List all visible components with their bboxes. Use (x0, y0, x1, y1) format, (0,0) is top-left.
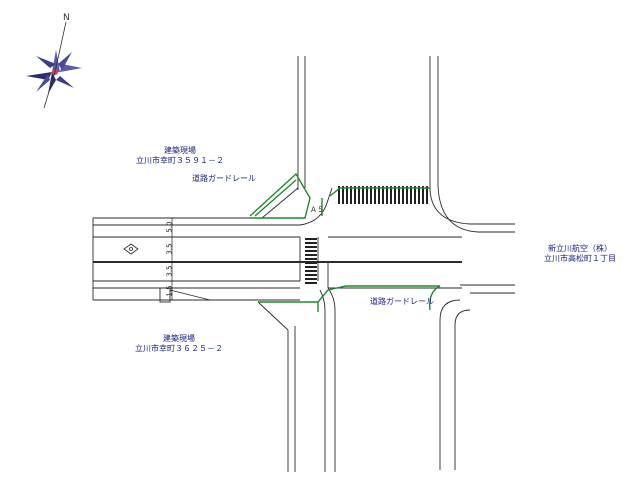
crosswalk-stripe (354, 186, 356, 204)
top-left-lot-label: 建築現場 立川市幸町３５９１－２ (136, 146, 224, 166)
crosswalk-stripe (414, 186, 416, 204)
crosswalk-stripe (305, 270, 317, 272)
diamond-road-mark (123, 243, 139, 255)
crosswalk-stripe (305, 262, 317, 264)
crosswalk-stripe (305, 254, 317, 256)
crosswalk-stripe (402, 186, 404, 204)
crosswalk-stripe (342, 186, 344, 204)
crosswalk-stripe (394, 186, 396, 204)
crosswalk-stripe (305, 246, 317, 248)
crosswalk-stripe (398, 186, 400, 204)
top-left-lot-line2: 立川市幸町３５９１－２ (136, 156, 224, 165)
width-mark-2: 3.5 (165, 243, 174, 255)
crosswalk-stripe (358, 186, 360, 204)
bottom-left-lot-line1: 建築現場 (163, 334, 195, 343)
crosswalk-stripe (370, 186, 372, 204)
guardrail-lines (249, 172, 441, 312)
crosswalk-stripe (390, 186, 392, 204)
crosswalk-stripe (305, 282, 317, 284)
crosswalk-stripe (386, 186, 388, 204)
guardrail-bottom-label: 道路ガードレール (370, 297, 434, 306)
crosswalk-stripe (305, 278, 317, 280)
crosswalk-stripe (374, 186, 376, 204)
crosswalk-stripe (366, 186, 368, 204)
crosswalk-west (305, 238, 317, 284)
width-dimension-marks (168, 217, 176, 301)
crosswalk-stripe (346, 186, 348, 204)
crosswalk-stripe (338, 186, 340, 204)
crosswalk-stripe (362, 186, 364, 204)
crosswalk-stripe (305, 242, 317, 244)
crosswalk-stripe (378, 186, 380, 204)
compass-north-label: N (63, 13, 70, 23)
crosswalk-stripe (426, 186, 428, 204)
crosswalk-stripe (422, 186, 424, 204)
bottom-left-lot-label: 建築現場 立川市幸町３６２５－２ (135, 334, 223, 354)
crosswalk-east (338, 186, 428, 204)
crosswalk-stripe (305, 258, 317, 260)
crosswalk-stripe (305, 266, 317, 268)
crosswalk-stripe (305, 250, 317, 252)
crosswalk-stripe (418, 186, 420, 204)
crosswalk-stripe (410, 186, 412, 204)
top-left-lot-line1: 建築現場 (164, 146, 196, 155)
right-site-line1: 新立川航空（株） (548, 244, 612, 253)
bottom-left-lot-line2: 立川市幸町３６２５－２ (135, 344, 223, 353)
compass-rose-icon (26, 21, 82, 109)
right-site-line2: 立川市高松町１丁目 (544, 254, 616, 263)
road-outlines (92, 56, 515, 472)
crosswalk-stripe (406, 186, 408, 204)
guardrail-top-label: 道路ガードレール (192, 174, 256, 183)
width-mark-1: 5.0 (165, 221, 174, 233)
crosswalk-stripe (305, 238, 317, 240)
small-mark-label: Ａ５ (310, 206, 324, 214)
crosswalk-stripe (305, 274, 317, 276)
crosswalk-stripe (382, 186, 384, 204)
right-site-label: 新立川航空（株） 立川市高松町１丁目 (544, 244, 616, 264)
width-mark-3: 3.5 (165, 265, 174, 277)
crosswalk-stripe (350, 186, 352, 204)
width-mark-4: 1.5 (165, 285, 174, 297)
